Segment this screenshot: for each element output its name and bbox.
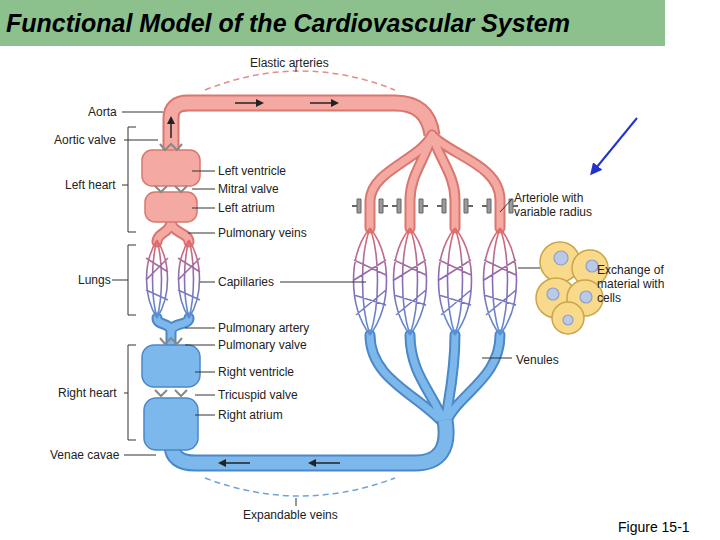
leader-line [296,498,297,506]
pulmonary-valve-symbol [160,338,182,344]
left-ventricle-chamber [142,150,200,186]
part-label: Arteriole with variable radius [514,191,614,219]
expandable-arc [205,478,395,496]
leader-line [280,282,366,283]
leader-line [185,345,215,346]
part-label: Lungs [78,273,111,287]
systemic-capillaries [354,228,517,335]
cell-nucleus [563,315,573,325]
cell-nucleus [554,251,568,265]
leader-line [185,328,215,329]
leader-line [500,199,512,212]
part-label: Exchange of material with cells [597,263,677,305]
leader-line [482,358,512,359]
part-label: Elastic arteries [250,56,329,70]
venule-outline [370,335,500,425]
title-bar [0,0,665,46]
artery-tube [370,135,500,228]
cell-nucleus [547,288,559,300]
cell-nucleus [580,291,592,303]
leader-line [192,171,215,172]
part-label: Left atrium [218,201,275,215]
tissue-cell [552,302,584,334]
part-label: Right atrium [218,408,283,422]
pulmonary-vein-outline [157,220,189,242]
flow-arrow [310,102,337,104]
part-label: Venules [516,353,559,367]
figure-caption: Figure 15-1 [618,519,690,535]
leader-line [195,415,215,416]
part-label: Left heart [65,178,116,192]
vena-cava-tube [172,420,446,463]
bracket [128,127,136,232]
diagram-title: Functional Model of the Cardiovascular S… [6,8,570,38]
leader-line [200,282,215,283]
cell-nucleus [586,260,598,272]
part-label: Right ventricle [218,365,294,379]
aorta-outline [171,103,432,152]
flow-arrow [310,462,340,464]
bracket [128,345,136,440]
leader-line [195,372,215,373]
part-label: Right heart [58,386,117,400]
part-label: Mitral valve [218,182,279,196]
leader-line [124,393,128,394]
arteriole-tick [352,205,518,207]
leader-lines [112,66,540,506]
aortic-valve-symbol [160,144,182,150]
leader-line [124,455,156,456]
leader-line [518,268,540,269]
venule-tube [370,335,500,425]
leader-line [195,395,215,396]
leader-line [112,280,128,281]
part-label: Venae cavae [50,448,119,462]
part-label: Tricuspid valve [218,388,298,402]
left-atrium-chamber [145,192,197,222]
lung-capillaries [146,240,200,318]
aorta-tube [171,103,432,152]
tricuspid-valve-symbol [155,390,187,396]
artery-outline [370,135,500,228]
leader-line [188,233,215,234]
part-label: Pulmonary artery [218,321,309,335]
pulmonary-vein-tube [157,220,189,242]
vein-outline [172,420,446,463]
flow-arrow [235,102,262,104]
right-atrium-chamber [144,398,198,450]
pulmonary-artery-tube [157,318,189,348]
right-ventricle-chamber [142,345,200,387]
part-label: Pulmonary veins [218,226,307,240]
leader-line [122,185,128,186]
pulmonary-artery-outline [157,318,189,348]
elastic-arc [205,71,395,90]
annotation-arrow [592,118,637,173]
part-label: Aorta [88,105,117,119]
bracket [128,245,136,315]
flow-arrow [220,462,250,464]
leader-line [122,112,163,113]
leader-line [192,208,215,209]
part-label: Capillaries [218,275,274,289]
flow-arrow [170,118,172,138]
leader-line [192,189,215,190]
arteriole-symbol [357,199,513,213]
part-label: Pulmonary valve [218,338,307,352]
part-label: Expandable veins [243,508,338,522]
leader-line [124,140,158,141]
mitral-valve-symbol [155,186,187,192]
part-label: Left ventricle [218,164,286,178]
part-label: Aortic valve [54,133,116,147]
